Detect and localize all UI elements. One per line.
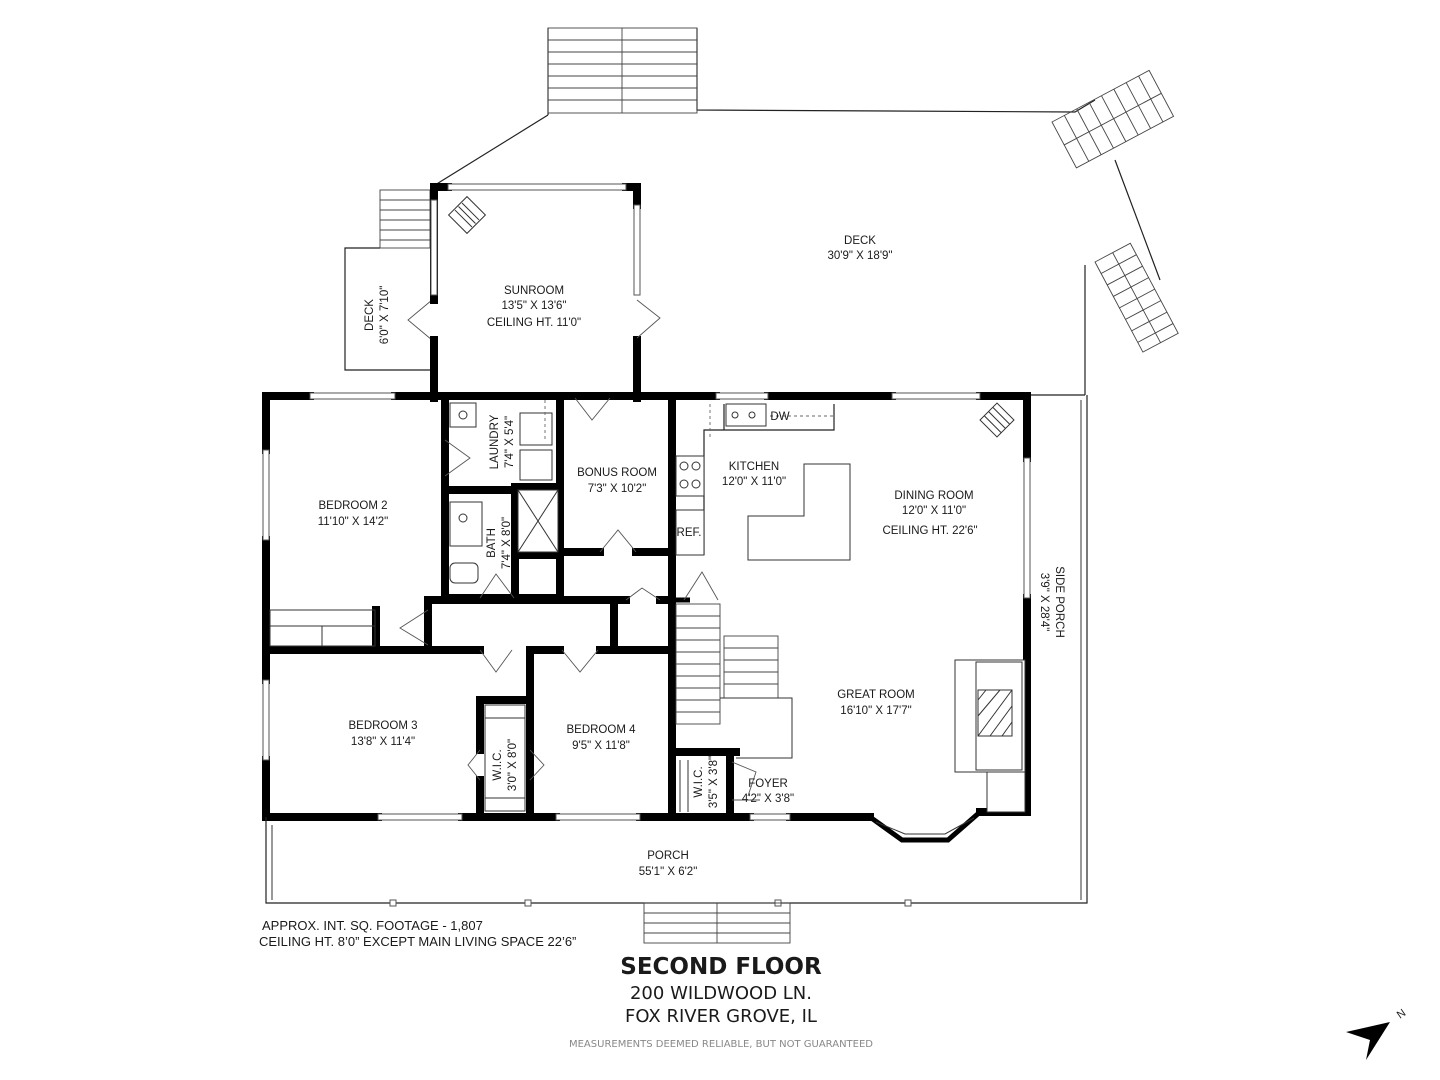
- bonus-room-dims: 7'3" X 10'2": [588, 483, 647, 495]
- wic1-name: W.I.C.: [492, 749, 504, 780]
- bedroom2-closet: [269, 609, 376, 647]
- bedroom4-name: BEDROOM 4: [566, 724, 636, 736]
- corner-fireplace-icon: [979, 402, 1015, 438]
- room-label-bedroom2: BEDROOM 2 11'10" X 14'2": [318, 500, 389, 528]
- foyer-dims: 4'2" X 3'8": [742, 793, 794, 805]
- dining-room-dims: 12'0" X 11'0": [902, 505, 966, 517]
- sunroom-dims: 13'5" X 13'6": [502, 300, 567, 312]
- room-label-deck-main: DECK 30'9" X 18'9": [828, 235, 893, 262]
- foyer-name: FOYER: [748, 778, 788, 790]
- room-label-deck-small: DECK 6'0" X 7'10": [364, 286, 391, 345]
- room-label-bath: BATH 7'4" X 8'0": [486, 517, 513, 569]
- wic2-dims: 3'5" X 3'8": [708, 756, 720, 808]
- ceiling-note: CEILING HT. 8’0” EXCEPT MAIN LIVING SPAC…: [259, 934, 576, 949]
- room-label-side-porch: SIDE PORCH 3'9" X 28'4": [1038, 566, 1065, 638]
- interior-stairs: [675, 603, 793, 759]
- bay-window: [868, 810, 982, 843]
- room-label-wic1: W.I.C. 3'0" X 8'0": [492, 739, 519, 791]
- room-label-laundry: LAUNDRY 7'4" X 5'4": [489, 414, 516, 469]
- sunroom-ceiling: CEILING HT. 11'0": [487, 317, 581, 329]
- room-label-bonus-room: BONUS ROOM 7'3" X 10'2": [577, 467, 657, 495]
- dining-room-ceiling: CEILING HT. 22'6": [882, 525, 977, 537]
- floor-title: SECOND FLOOR: [620, 954, 822, 980]
- dishwasher-label: DW: [770, 411, 789, 423]
- bedroom3-dims: 13'8" X 11'4": [351, 736, 415, 748]
- room-label-bedroom4: BEDROOM 4 9'5" X 11'8": [566, 724, 636, 752]
- sunroom-name: SUNROOM: [504, 285, 564, 297]
- disclaimer: MEASUREMENTS DEEMED RELIABLE, BUT NOT GU…: [569, 1039, 873, 1050]
- room-label-sunroom: SUNROOM 13'5" X 13'6" CEILING HT. 11'0": [487, 285, 581, 329]
- kitchen-dims: 12'0" X 11'0": [722, 476, 786, 488]
- room-label-kitchen: KITCHEN 12'0" X 11'0" DW REF.: [677, 411, 790, 539]
- bath-fixtures: [449, 489, 559, 584]
- small-deck-dims: 6'0" X 7'10": [379, 286, 391, 345]
- bedroom3-name: BEDROOM 3: [348, 720, 417, 732]
- deck-stairs-east-upper: [1051, 69, 1175, 169]
- room-label-foyer: FOYER 4'2" X 3'8": [742, 778, 794, 805]
- small-deck-name: DECK: [364, 299, 376, 331]
- room-label-bedroom3: BEDROOM 3 13'8" X 11'4": [348, 720, 417, 748]
- laundry-fixtures: [449, 400, 553, 481]
- wic-shelving: [484, 704, 689, 812]
- refrigerator-label: REF.: [677, 527, 702, 539]
- address-line1: 200 WILDWOOD LN.: [630, 983, 812, 1004]
- interior-walls: [262, 392, 740, 821]
- bedroom2-name: BEDROOM 2: [318, 500, 387, 512]
- room-label-porch: PORCH 55'1" X 6'2": [639, 850, 698, 878]
- bonus-room-name: BONUS ROOM: [577, 467, 657, 479]
- kitchen-fixtures: [675, 403, 851, 561]
- bath-name: BATH: [486, 528, 498, 558]
- porch-dims: 55'1" X 6'2": [639, 866, 698, 878]
- kitchen-name: KITCHEN: [729, 461, 779, 473]
- compass-label: N: [1395, 1007, 1408, 1021]
- bedroom2-dims: 11'10" X 14'2": [318, 516, 389, 528]
- bath-dims: 7'4" X 8'0": [501, 517, 513, 569]
- great-room-name: GREAT ROOM: [837, 689, 915, 701]
- exterior-walls: [262, 392, 1031, 843]
- deck-dims: 30'9" X 18'9": [828, 250, 893, 262]
- side-porch-name: SIDE PORCH: [1053, 566, 1065, 638]
- deck-name: DECK: [844, 235, 876, 247]
- porch-stairs: [643, 902, 791, 944]
- north-arrow-icon: N: [1346, 1007, 1408, 1060]
- laundry-dims: 7'4" X 5'4": [504, 416, 516, 468]
- sqft-note: APPROX. INT. SQ. FOOTAGE - 1,807: [262, 918, 483, 933]
- porch-name: PORCH: [647, 850, 689, 862]
- deck-stairs-top: [547, 27, 698, 114]
- address-line2: FOX RIVER GROVE, IL: [625, 1006, 817, 1027]
- interior-doors: [399, 397, 760, 801]
- room-label-dining-room: DINING ROOM 12'0" X 11'0" CEILING HT. 22…: [882, 490, 977, 537]
- bedroom4-dims: 9'5" X 11'8": [572, 740, 630, 752]
- wic2-name: W.I.C.: [693, 766, 705, 797]
- fireplace-icon: [447, 195, 487, 235]
- sunroom-walls: [430, 183, 661, 402]
- laundry-name: LAUNDRY: [489, 414, 501, 469]
- dining-room-name: DINING ROOM: [894, 490, 973, 502]
- fireplace-hearth-icon: [954, 659, 1026, 813]
- room-label-wic2: W.I.C. 3'5" X 3'8": [693, 756, 720, 808]
- wic1-dims: 3'0" X 8'0": [507, 739, 519, 791]
- deck-stairs-east-lower: [1094, 242, 1179, 353]
- room-label-great-room: GREAT ROOM 16'10" X 17'7": [837, 689, 915, 717]
- great-room-dims: 16'10" X 17'7": [840, 705, 911, 717]
- side-porch-dims: 3'9" X 28'4": [1038, 573, 1050, 632]
- deck-outline: [434, 28, 1161, 396]
